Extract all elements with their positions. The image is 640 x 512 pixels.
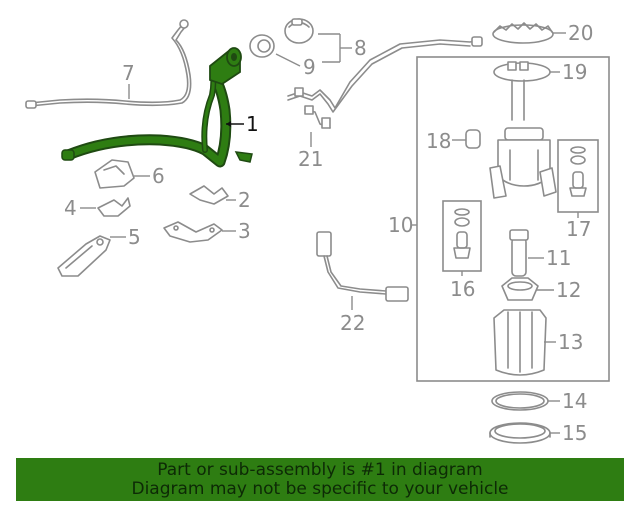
callout-7: 7 bbox=[122, 61, 135, 99]
callout-22: 22 bbox=[340, 296, 365, 335]
svg-text:4: 4 bbox=[64, 196, 77, 220]
callout-16: 16 bbox=[450, 271, 475, 301]
callout-20: 20 bbox=[553, 21, 593, 45]
callout-14: 14 bbox=[548, 389, 587, 413]
banner-line-1: Part or sub-assembly is #1 in diagram bbox=[157, 460, 483, 480]
part-20-lock-ring bbox=[492, 22, 554, 44]
fuel-pump-body bbox=[489, 127, 557, 199]
svg-text:5: 5 bbox=[128, 225, 141, 249]
svg-text:21: 21 bbox=[298, 147, 323, 171]
callout-8-9: 8 9 bbox=[275, 33, 367, 79]
callout-13: 13 bbox=[544, 330, 583, 354]
callout-4: 4 bbox=[64, 196, 96, 220]
svg-text:15: 15 bbox=[562, 421, 587, 445]
svg-text:18: 18 bbox=[426, 129, 451, 153]
svg-text:20: 20 bbox=[568, 21, 593, 45]
part-4-clip bbox=[97, 197, 131, 217]
svg-text:19: 19 bbox=[562, 60, 587, 84]
part-info-banner: Part or sub-assembly is #1 in diagram Di… bbox=[16, 458, 624, 501]
part-7-vapor-line bbox=[25, 19, 192, 109]
svg-text:2: 2 bbox=[238, 188, 251, 212]
svg-text:1: 1 bbox=[246, 112, 259, 136]
part-6-bracket bbox=[94, 159, 135, 189]
part-2-bracket bbox=[189, 185, 229, 205]
svg-text:16: 16 bbox=[450, 277, 475, 301]
banner-line-2: Diagram may not be specific to your vehi… bbox=[131, 479, 509, 499]
svg-text:8: 8 bbox=[354, 36, 367, 60]
callout-15: 15 bbox=[550, 421, 587, 445]
svg-text:22: 22 bbox=[340, 311, 365, 335]
svg-text:3: 3 bbox=[238, 219, 251, 243]
callout-2: 2 bbox=[226, 188, 251, 212]
part-10-pump-module-box bbox=[416, 56, 610, 382]
callout-3: 3 bbox=[222, 219, 251, 243]
part-16-kit bbox=[442, 200, 482, 272]
part-15-seal bbox=[489, 422, 551, 444]
part-5-mount bbox=[57, 235, 111, 277]
callout-18: 18 bbox=[426, 129, 466, 153]
svg-text:13: 13 bbox=[558, 330, 583, 354]
part-8-fuel-cap bbox=[284, 18, 314, 44]
callout-1: 1 bbox=[226, 112, 259, 136]
svg-text:17: 17 bbox=[566, 217, 591, 241]
callout-11: 11 bbox=[528, 246, 571, 270]
callout-6: 6 bbox=[134, 164, 165, 188]
part-13-reservoir bbox=[493, 309, 547, 376]
svg-text:10: 10 bbox=[388, 213, 413, 237]
callout-21: 21 bbox=[298, 132, 323, 171]
part-18-valve bbox=[465, 129, 481, 149]
svg-text:12: 12 bbox=[556, 278, 581, 302]
part-14-gasket bbox=[491, 391, 549, 411]
part-19-flange bbox=[493, 61, 551, 121]
callout-5: 5 bbox=[110, 225, 141, 249]
part-21-harness bbox=[287, 36, 483, 129]
callout-10: 10 bbox=[388, 213, 417, 237]
svg-text:9: 9 bbox=[303, 55, 316, 79]
callout-12: 12 bbox=[536, 278, 581, 302]
svg-text:6: 6 bbox=[152, 164, 165, 188]
part-12-regulator bbox=[501, 277, 539, 301]
svg-text:14: 14 bbox=[562, 389, 587, 413]
part-22-sender-harness bbox=[316, 231, 409, 302]
part-9-ring bbox=[249, 34, 275, 58]
callout-19: 19 bbox=[550, 60, 587, 84]
svg-text:7: 7 bbox=[122, 61, 135, 85]
parts-diagram: 7 1 8 9 bbox=[25, 18, 610, 445]
part-17-kit bbox=[557, 139, 599, 213]
callout-17: 17 bbox=[566, 212, 591, 241]
part-3-strap bbox=[163, 221, 223, 243]
svg-text:11: 11 bbox=[546, 246, 571, 270]
part-1-filler-pipe bbox=[61, 47, 253, 168]
part-11-filter bbox=[509, 229, 529, 277]
